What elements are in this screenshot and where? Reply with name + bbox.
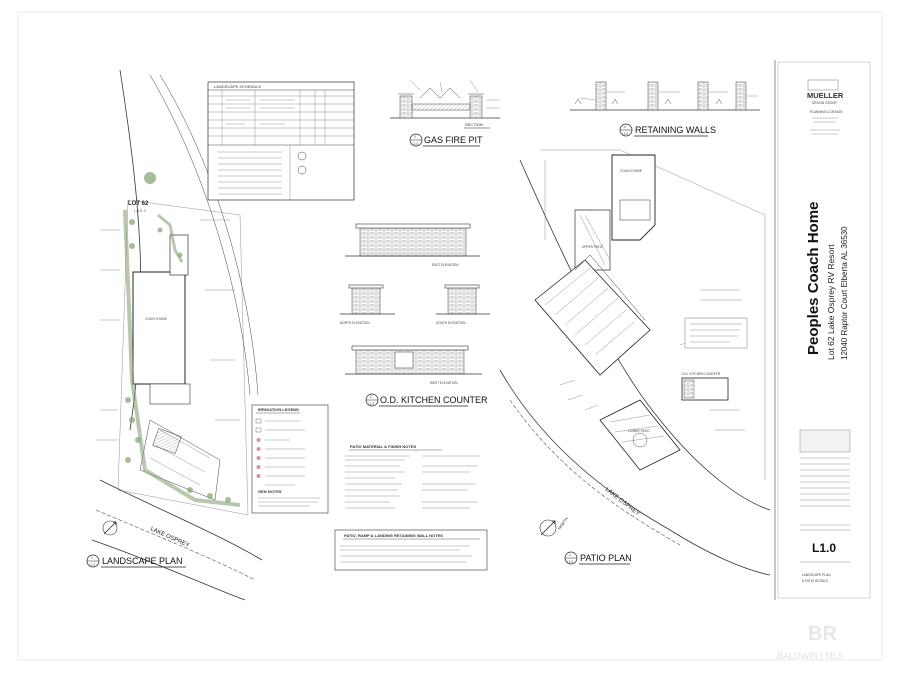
svg-text:1: 1 — [569, 553, 571, 557]
kitchen-counter-elevations: EAST ELEVATION NORTH ELEVATION SOUTH ELE… — [340, 223, 490, 407]
svg-text:PLANNING & DESIGN: PLANNING & DESIGN — [810, 110, 843, 114]
firm-name: MUELLER — [807, 91, 844, 100]
svg-text:SECTION: SECTION — [465, 122, 483, 127]
svg-text:EAST ELEVATION: EAST ELEVATION — [432, 263, 459, 267]
svg-text:3: 3 — [414, 135, 416, 139]
svg-text:4: 4 — [624, 125, 626, 129]
ramp-retaining-notes: PATIO, RAMP & LANDING RETAINING WALL NOT… — [334, 529, 488, 571]
patio-plan-title: 1 L1.0 PATIO PLAN — [564, 551, 632, 565]
project-address: 12040 Raptor Court Elberta AL 36530 — [840, 226, 849, 360]
svg-text:L1.0: L1.0 — [567, 560, 573, 564]
svg-text:COACH HOME: COACH HOME — [620, 169, 642, 173]
svg-text:1: 1 — [91, 556, 93, 560]
coach-home-footprint — [132, 271, 186, 385]
svg-text:L1.0: L1.0 — [622, 132, 628, 136]
svg-text:RETAINING WALLS: RETAINING WALLS — [635, 125, 716, 135]
svg-text:LANDSCAPE PLAN: LANDSCAPE PLAN — [102, 556, 183, 566]
north-arrow-left — [102, 520, 118, 536]
lot-label: LOT 62 — [128, 201, 149, 207]
mls-watermark: BR BALDWIN | MLS — [777, 623, 844, 661]
svg-text:LOWER PATIO: LOWER PATIO — [628, 429, 650, 433]
svg-text:WEST ELEVATION: WEST ELEVATION — [430, 381, 458, 385]
lot-sublabel: L.N.O. 2 — [134, 209, 146, 213]
svg-text:PATIO, RAMP & LANDING RETAININ: PATIO, RAMP & LANDING RETAINING WALL NOT… — [344, 533, 443, 538]
watermark-logo: BR — [808, 623, 837, 645]
svg-text:PATIO PLAN: PATIO PLAN — [580, 553, 632, 563]
project-lot: Lot 62 Lake Osprey RV Resort — [826, 244, 836, 360]
sheet-number: L1.0 — [812, 541, 836, 555]
svg-text:DESIGN GROUP: DESIGN GROUP — [812, 101, 837, 105]
svg-text:SOUTH ELEVATION: SOUTH ELEVATION — [436, 321, 466, 325]
svg-text:PATIO MATERIAL & FINISH NOTES: PATIO MATERIAL & FINISH NOTES — [350, 444, 416, 449]
landscape-schedule: LANDSCAPE SCHEDULE — [207, 81, 355, 201]
project-name: Peoples Coach Home — [805, 202, 822, 355]
svg-text:O.D. KITCHEN COUNTER: O.D. KITCHEN COUNTER — [380, 395, 488, 405]
svg-text:GAS FIRE PIT: GAS FIRE PIT — [424, 135, 483, 145]
svg-text:L1.0: L1.0 — [368, 402, 374, 406]
retaining-walls-detail: 4 L1.0 RETAINING WALLS — [570, 81, 760, 137]
svg-text:& PATIO DETAILS: & PATIO DETAILS — [802, 579, 828, 583]
svg-text:L1.0: L1.0 — [89, 563, 95, 567]
svg-text:NORTH ELEVATION: NORTH ELEVATION — [340, 321, 370, 325]
svg-text:O.D. KITCHEN COUNTER: O.D. KITCHEN COUNTER — [682, 372, 721, 376]
svg-text:2: 2 — [370, 395, 372, 399]
patio-material-notes: PATIO MATERIAL & FINISH NOTES — [345, 444, 480, 509]
svg-text:LANDSCAPE PLAN: LANDSCAPE PLAN — [802, 573, 831, 577]
title-block: MUELLER DESIGN GROUP PLANNING & DESIGN P… — [774, 60, 871, 600]
landscape-plan-title: 1 L1.0 LANDSCAPE PLAN — [86, 554, 186, 568]
gas-fire-pit-detail: SECTION 3 L1.0 GAS FIRE PIT — [390, 79, 500, 147]
svg-text:UPPER PATIO: UPPER PATIO — [582, 245, 603, 249]
svg-text:GEN NOTES: GEN NOTES — [258, 489, 282, 494]
svg-text:IRRIGATION LEGEND: IRRIGATION LEGEND — [258, 407, 299, 412]
house-label: COACH HOME — [145, 317, 167, 321]
landscape-plan: LOT 62 L.N.O. 2 COACH HOME LAKE OSPREY 1… — [86, 69, 263, 601]
irrigation-legend: IRRIGATION LEGEND GEN NOTES — [251, 404, 329, 514]
svg-text:L1.0: L1.0 — [412, 142, 418, 146]
svg-text:LANDSCAPE SCHEDULE: LANDSCAPE SCHEDULE — [214, 84, 261, 89]
watermark-text: BALDWIN | MLS — [777, 651, 844, 661]
